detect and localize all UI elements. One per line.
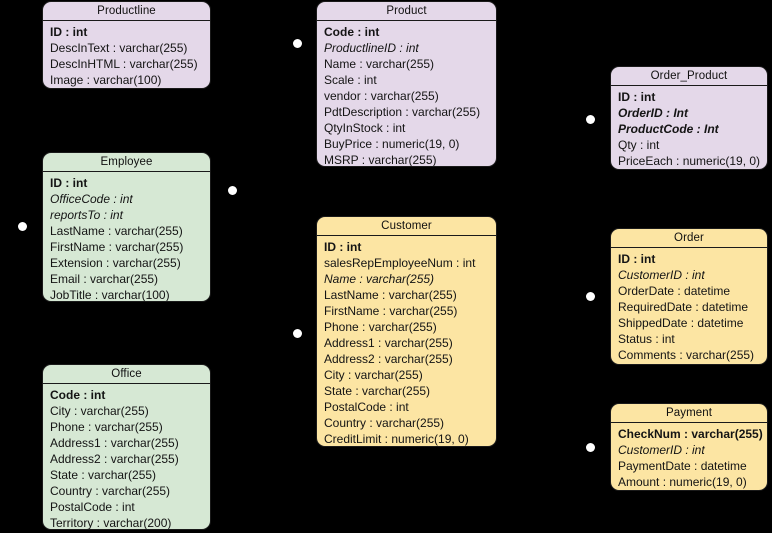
entity-attribute: Qty : int — [618, 138, 660, 152]
entity-attribute: DescInHTML : varchar(255) — [50, 57, 198, 71]
entity-title: Customer — [317, 217, 496, 236]
entity-attribute: PostalCode : int — [50, 500, 135, 514]
entity-attribute: Email : varchar(255) — [50, 272, 159, 286]
entity-attribute: ID : int — [324, 240, 362, 254]
connector-dot-employee-left[interactable] — [18, 222, 27, 231]
entity-attribute: City : varchar(255) — [324, 368, 423, 382]
entity-attribute: ID : int — [50, 25, 88, 39]
entity-attribute: reportsTo : int — [50, 208, 123, 222]
entity-attribute: Name : varchar(255) — [324, 272, 435, 286]
entity-attribute: BuyPrice : numeric(19, 0) — [324, 137, 460, 151]
entity-attribute: Phone : varchar(255) — [50, 420, 163, 434]
entity-attribute: ID : int — [618, 252, 656, 266]
entity-attribute: QtyInStock : int — [324, 121, 406, 135]
entity-attribute: RequiredDate : datetime — [618, 300, 749, 314]
entity-attribute: LastName : varchar(255) — [50, 224, 183, 238]
entity-attribute: Extension : varchar(255) — [50, 256, 181, 270]
entity-attribute: ProductlineID : int — [324, 41, 419, 55]
entity-attribute: LastName : varchar(255) — [324, 288, 457, 302]
entity-attribute: ID : int — [50, 176, 88, 190]
entity-title: Employee — [43, 153, 210, 172]
entity-attribute: FirstName : varchar(255) — [324, 304, 458, 318]
entity-attribute: Scale : int — [324, 73, 377, 87]
entity-attribute: CheckNum : varchar(255) — [618, 427, 763, 441]
entity-title: Payment — [611, 404, 767, 423]
connector-dot-order-left[interactable] — [586, 292, 595, 301]
connector-dot-product-left[interactable] — [293, 39, 302, 48]
entity-attribute: DescInText : varchar(255) — [50, 41, 188, 55]
entity-title: Office — [43, 365, 210, 384]
entity-attribute: OrderID : Int — [618, 106, 689, 120]
entity-attribute: CreditLimit : numeric(19, 0) — [324, 432, 469, 446]
entity-attribute: City : varchar(255) — [50, 404, 149, 418]
entity-attribute: ProductCode : Int — [618, 122, 719, 136]
entity-attribute: Phone : varchar(255) — [324, 320, 437, 334]
entity-attribute: Name : varchar(255) — [324, 57, 435, 71]
connector-dot-order-product-left[interactable] — [586, 115, 595, 124]
entity-attribute: Status : int — [618, 332, 675, 346]
entity-attribute: OfficeCode : int — [50, 192, 133, 206]
entity-attribute: FirstName : varchar(255) — [50, 240, 184, 254]
entity-attribute: JobTitle : varchar(100) — [50, 288, 170, 302]
connector-dot-payment-left[interactable] — [586, 443, 595, 452]
entity-attribute: PriceEach : numeric(19, 0) — [618, 154, 761, 168]
connector-dot-customer-left[interactable] — [293, 329, 302, 338]
entity-attribute: Country : varchar(255) — [50, 484, 171, 498]
entity-attribute: Comments : varchar(255) — [618, 348, 755, 362]
entity-attribute: OrderDate : datetime — [618, 284, 731, 298]
entity-attribute: Country : varchar(255) — [324, 416, 445, 430]
entity-attribute: salesRepEmployeeNum : int — [324, 256, 476, 270]
entity-attribute: PaymentDate : datetime — [618, 459, 747, 473]
entity-title: Productline — [43, 2, 210, 21]
entity-attribute: PostalCode : int — [324, 400, 409, 414]
entity-attribute: Code : int — [324, 25, 380, 39]
entity-attribute: State : varchar(255) — [50, 468, 157, 482]
entity-title: Order_Product — [611, 67, 767, 86]
entity-attribute: CustomerID : int — [618, 443, 705, 457]
entity-attribute: ShippedDate : datetime — [618, 316, 744, 330]
entity-attribute: Amount : numeric(19, 0) — [618, 475, 747, 489]
entity-attribute: Address2 : varchar(255) — [324, 352, 453, 366]
connector-dot-employee-right[interactable] — [228, 186, 237, 195]
entity-attribute: ID : int — [618, 90, 656, 104]
entity-customer[interactable]: Customer ID : int salesRepEmployeeNum : in… — [316, 216, 497, 447]
entity-attribute: State : varchar(255) — [324, 384, 431, 398]
entity-attribute: Address1 : varchar(255) — [50, 436, 179, 450]
entity-title: Order — [611, 229, 767, 248]
entity-title: Product — [317, 2, 496, 21]
entity-attribute: Territory : varchar(200) — [50, 516, 172, 530]
entity-attribute: Image : varchar(100) — [50, 73, 162, 87]
entity-attribute: Address1 : varchar(255) — [324, 336, 453, 350]
entity-attribute: vendor : varchar(255) — [324, 89, 439, 103]
entity-attribute: PdtDescription : varchar(255) — [324, 105, 481, 119]
entity-attribute: CustomerID : int — [618, 268, 705, 282]
entity-attribute: MSRP : varchar(255) — [324, 153, 437, 167]
entity-attribute: Address2 : varchar(255) — [50, 452, 179, 466]
entity-attribute: Code : int — [50, 388, 106, 402]
